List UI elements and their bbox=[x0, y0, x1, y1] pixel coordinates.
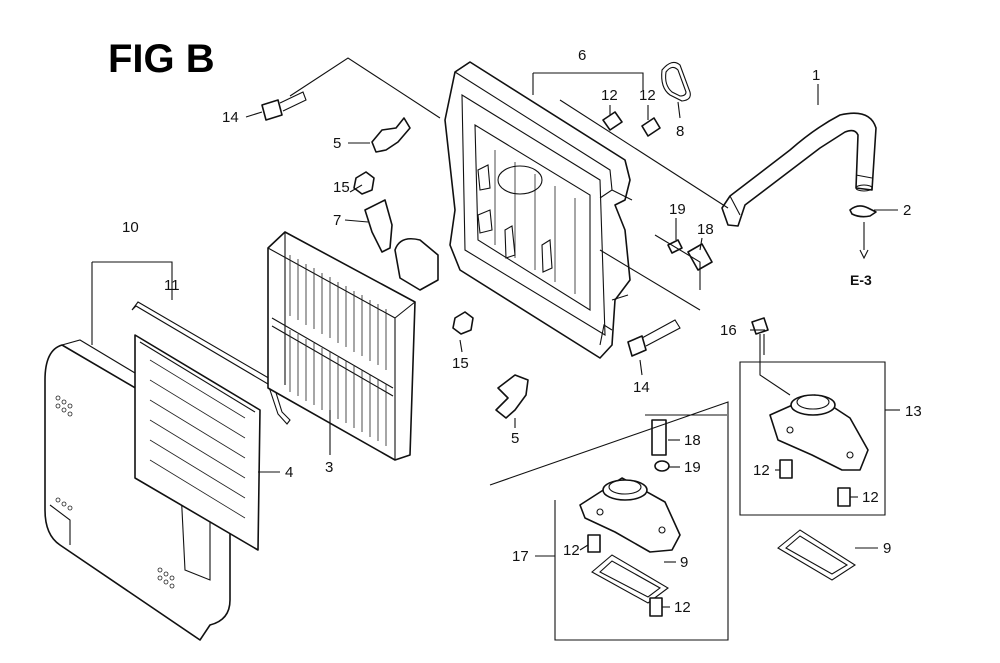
small-grommet bbox=[654, 460, 670, 472]
callout-12-top-left: 12 bbox=[601, 87, 618, 104]
breather-tube bbox=[721, 112, 877, 227]
dowel-pin bbox=[587, 534, 601, 553]
callout-14-lower: 14 bbox=[633, 379, 650, 396]
tube-bracket bbox=[371, 117, 411, 153]
callout-13: 13 bbox=[905, 403, 922, 420]
dowel-pin bbox=[837, 487, 851, 507]
dowel-pin bbox=[779, 459, 793, 479]
callout-5-upper: 5 bbox=[333, 135, 341, 152]
callout-10: 10 bbox=[122, 219, 139, 236]
callout-18-upper: 18 bbox=[697, 221, 714, 238]
foam-pre-filter bbox=[134, 334, 261, 551]
callout-3: 3 bbox=[325, 459, 333, 476]
callout-15-lower: 15 bbox=[452, 355, 469, 372]
callout-11: 11 bbox=[164, 277, 180, 294]
tube-bracket bbox=[495, 374, 529, 419]
flange-nut bbox=[452, 311, 474, 335]
leader-lines bbox=[245, 84, 900, 608]
bolt bbox=[751, 317, 769, 355]
callout-12-chamber-right: 12 bbox=[862, 489, 879, 506]
bolt bbox=[627, 319, 681, 357]
callout-19-lower: 19 bbox=[684, 459, 701, 476]
spacer-collar bbox=[687, 243, 713, 271]
callout-17: 17 bbox=[512, 548, 529, 565]
callout-16: 16 bbox=[720, 322, 737, 339]
callout-14-left: 14 bbox=[222, 109, 239, 126]
figure-title: FIG B bbox=[108, 37, 215, 81]
air-cleaner-case bbox=[444, 61, 633, 359]
callout-12-assembly-bottom: 12 bbox=[674, 599, 691, 616]
oring-seal bbox=[661, 61, 691, 102]
callout-7: 7 bbox=[333, 212, 341, 229]
dowel-pin bbox=[641, 117, 661, 137]
paper-filter-element bbox=[267, 231, 416, 461]
dowel-pin bbox=[602, 111, 623, 131]
chamber-gasket bbox=[591, 554, 669, 604]
flange-nut bbox=[353, 171, 375, 195]
callout-15-upper: 15 bbox=[333, 179, 350, 196]
callout-6: 6 bbox=[578, 47, 586, 64]
dowel-pin bbox=[649, 597, 663, 617]
callout-12-assembly-left: 12 bbox=[563, 542, 580, 559]
reference-label: E-3 bbox=[850, 272, 872, 288]
callout-2: 2 bbox=[903, 202, 911, 219]
callout-1: 1 bbox=[812, 67, 820, 84]
chamber-gasket bbox=[777, 529, 857, 581]
callout-9-right: 9 bbox=[883, 540, 891, 557]
breather-chamber bbox=[769, 394, 869, 471]
callout-12-chamber-left: 12 bbox=[753, 462, 770, 479]
bolt bbox=[261, 91, 307, 121]
spacer-collar bbox=[651, 419, 667, 456]
callout-18-lower: 18 bbox=[684, 432, 701, 449]
cover-seal-strip bbox=[131, 301, 291, 425]
callout-9-lower: 9 bbox=[680, 554, 688, 571]
callout-4: 4 bbox=[285, 464, 293, 481]
callout-8: 8 bbox=[676, 123, 684, 140]
callout-12-top-right: 12 bbox=[639, 87, 656, 104]
callout-19-upper: 19 bbox=[669, 201, 686, 218]
breather-chamber-assembly bbox=[579, 477, 681, 553]
tube-clip bbox=[849, 205, 877, 218]
callout-5-lower: 5 bbox=[511, 430, 519, 447]
duct-stay bbox=[364, 199, 439, 291]
group-bracket-lines bbox=[91, 57, 886, 641]
